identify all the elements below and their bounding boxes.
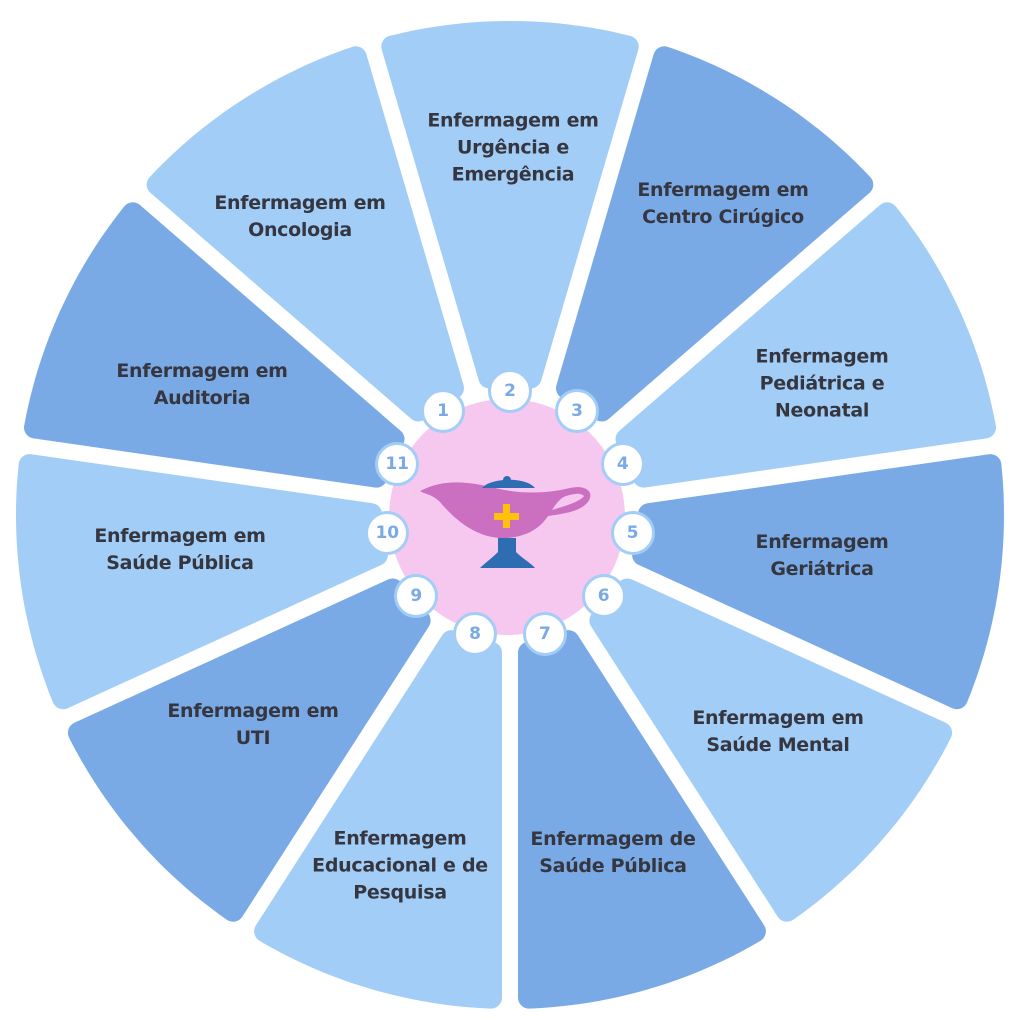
segment-label-8: Enfermagem Educacional e de Pesquisa <box>312 827 488 904</box>
segment-number-badge-2: 2 <box>488 369 532 413</box>
segment-number-badge-6: 6 <box>581 574 626 619</box>
segment-label-6: Enfermagem em Saúde Mental <box>692 707 864 756</box>
segment-number-badge-1: 1 <box>421 388 465 433</box>
segment-number-badge-7: 7 <box>522 612 567 656</box>
oil-lamp-with-cross-icon <box>420 476 591 568</box>
segment-number-badge-4: 4 <box>600 441 645 486</box>
segment-label-2: Enfermagem em Urgência e Emergência <box>427 109 599 186</box>
segment-label-3: Enfermagem em Centro Cirúgico <box>637 179 809 228</box>
segment-label-9: Enfermagem em UTI <box>167 700 339 749</box>
segment-number-badge-5: 5 <box>610 510 655 555</box>
segment-number-badge-10: 10 <box>365 510 410 555</box>
segment-number-badge-8: 8 <box>453 612 498 656</box>
segment-label-5: Enfermagem Geriátrica <box>755 531 889 580</box>
segment-label-4: Enfermagem Pediátrica e Neonatal <box>755 345 889 422</box>
segment-label-7: Enfermagem de Saúde Pública <box>530 828 696 877</box>
segment-label-10: Enfermagem em Saúde Pública <box>94 525 266 574</box>
segment-label-1: Enfermagem em Oncologia <box>214 192 386 241</box>
segment-number-badge-3: 3 <box>555 388 599 433</box>
segment-number-badge-9: 9 <box>394 574 439 619</box>
segment-number-badge-11: 11 <box>375 441 420 486</box>
segment-label-11: Enfermagem em Auditoria <box>116 360 288 409</box>
